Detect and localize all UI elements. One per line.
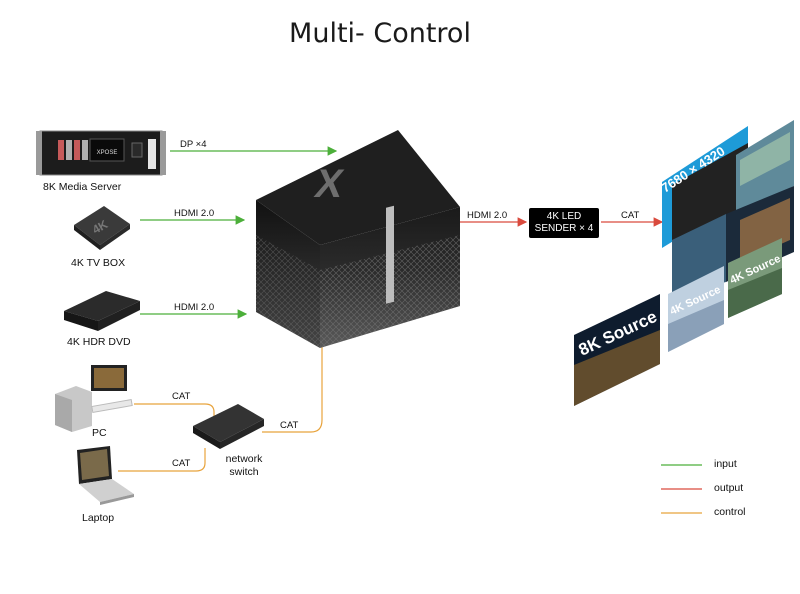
led-wall-4k-source-a xyxy=(668,266,724,352)
laptop-icon xyxy=(77,446,134,505)
sender-line-1: 4K LED xyxy=(546,211,582,222)
led-wall-4k-source-b xyxy=(728,238,782,318)
tv-box-icon xyxy=(74,206,130,250)
edge-label-dp: DP ×4 xyxy=(180,139,207,150)
legend-control-label: control xyxy=(714,506,746,518)
led-sender-box: 4K LED SENDER × 4 xyxy=(529,208,599,238)
diagram-title: Multi- Control xyxy=(289,18,471,49)
edge-label-hdmi-out: HDMI 2.0 xyxy=(467,210,508,221)
network-switch-icon xyxy=(193,404,264,449)
network-switch-label: network switch xyxy=(225,453,263,478)
edge-label-hdmi-dvd: HDMI 2.0 xyxy=(174,302,215,313)
legend-output-label: output xyxy=(714,482,744,494)
media-server-label: 8K Media Server xyxy=(43,181,122,193)
pc-icon xyxy=(55,365,133,432)
led-wall-8k-source xyxy=(574,294,660,406)
media-server-icon xyxy=(36,130,166,176)
edge-label-cat-out: CAT xyxy=(621,210,640,221)
sender-line-2: SENDER × 4 xyxy=(534,223,594,234)
edge-label-cat-pc: CAT xyxy=(172,391,191,402)
edge-pc-cat xyxy=(134,403,215,420)
edge-label-cat-switch: CAT xyxy=(280,420,299,431)
tv-box-label: 4K TV BOX xyxy=(71,257,126,269)
laptop-label: Laptop xyxy=(82,512,115,524)
dvd-icon xyxy=(64,291,140,331)
edge-label-hdmi-tv: HDMI 2.0 xyxy=(174,208,215,219)
media-server-brand: XPOSE xyxy=(97,150,118,156)
legend-input-label: input xyxy=(714,458,737,470)
edge-laptop-cat xyxy=(118,448,206,472)
pc-label: PC xyxy=(92,427,107,439)
dvd-label: 4K HDR DVD xyxy=(67,336,131,348)
tv-box-logo: 4K xyxy=(90,217,111,237)
edge-switch-cat xyxy=(262,336,323,433)
processor-box xyxy=(256,130,460,348)
edge-label-cat-laptop: CAT xyxy=(172,458,191,469)
